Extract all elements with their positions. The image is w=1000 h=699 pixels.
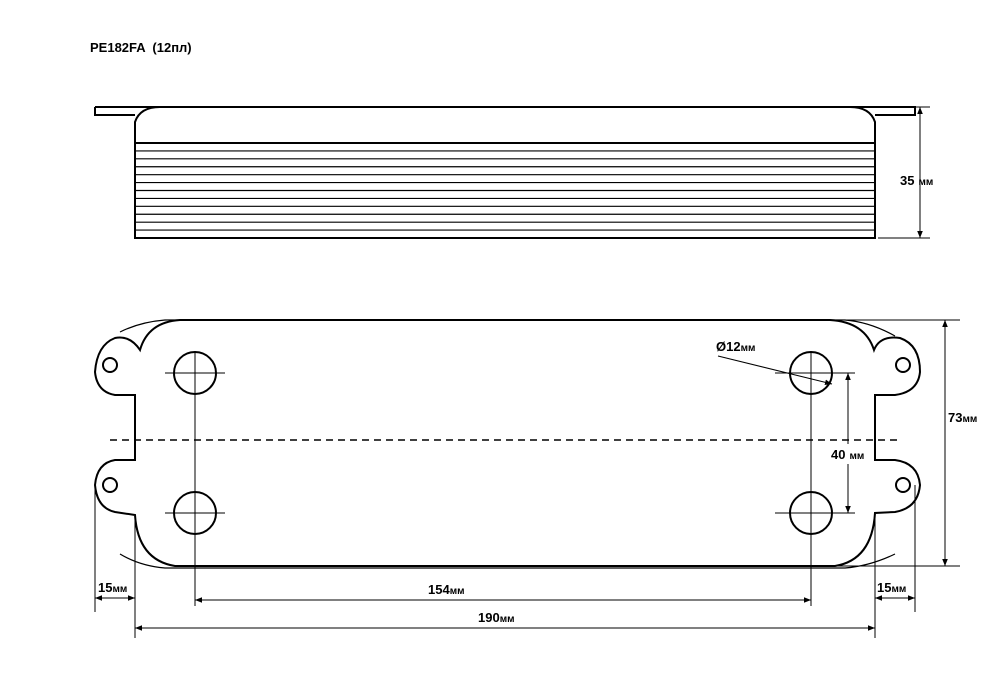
model-label: PE182FA (90, 40, 146, 55)
drawing-title: PE182FA (12пл) (90, 40, 192, 55)
side-view (94, 106, 916, 239)
hole-diameter-label: Ø12мм (716, 339, 755, 354)
extension-lines (94, 319, 960, 638)
total-length-label: 190мм (478, 610, 515, 625)
total-height-label: 73мм (948, 410, 977, 425)
top-view (93, 319, 922, 569)
ear-hole-top-right (895, 357, 911, 373)
hole-diameter-leader (717, 355, 833, 386)
ear-hole-bottom-right (895, 477, 911, 493)
right-offset-label: 15мм (877, 580, 906, 595)
side-flange (94, 106, 916, 116)
side-height-dimension (878, 106, 930, 239)
outer-plate-edge (119, 319, 896, 569)
hole-spacing-h-label: 154мм (428, 582, 465, 597)
plate-lines (135, 150, 875, 231)
hole-spacing-v-label-bg (826, 444, 874, 464)
ear-hole-bottom-left (102, 477, 118, 493)
ear-hole-top-left (102, 357, 118, 373)
plates-label: (12пл) (152, 40, 192, 55)
centerlines (110, 372, 900, 514)
left-offset-label: 15мм (98, 580, 127, 595)
side-top-body (134, 106, 876, 144)
